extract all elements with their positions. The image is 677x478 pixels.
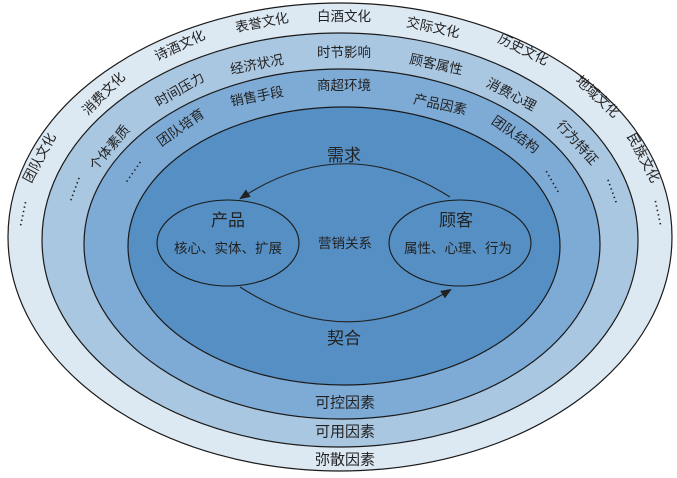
demand-label: 需求 [327,146,361,166]
third-label: 商超环境 [317,78,371,94]
product-ellipse [156,199,300,287]
demand-arrow [239,163,451,200]
fit-label: 契合 [327,329,361,349]
customer-title: 顾客 [439,211,473,231]
controllable-factors-caption: 可控因素 [315,394,375,412]
customer-ellipse [388,199,532,287]
second-label: 时节影响 [317,45,371,61]
diffuse-factors-caption: 弥散因素 [315,451,375,469]
product-detail: 核心、实体、扩展 [174,241,282,257]
marketing-relation-label: 营销关系 [318,236,372,252]
outer-ellipsis-right: …… [650,197,671,227]
available-factors-caption: 可用因素 [315,423,375,441]
outer-ellipsis-left: …… [9,198,30,228]
outer-label: 白酒文化 [317,9,371,25]
fit-arrow [239,286,452,323]
customer-detail: 属性、心理、行为 [404,241,512,257]
core-ellipse [127,106,561,386]
product-title: 产品 [211,211,245,231]
